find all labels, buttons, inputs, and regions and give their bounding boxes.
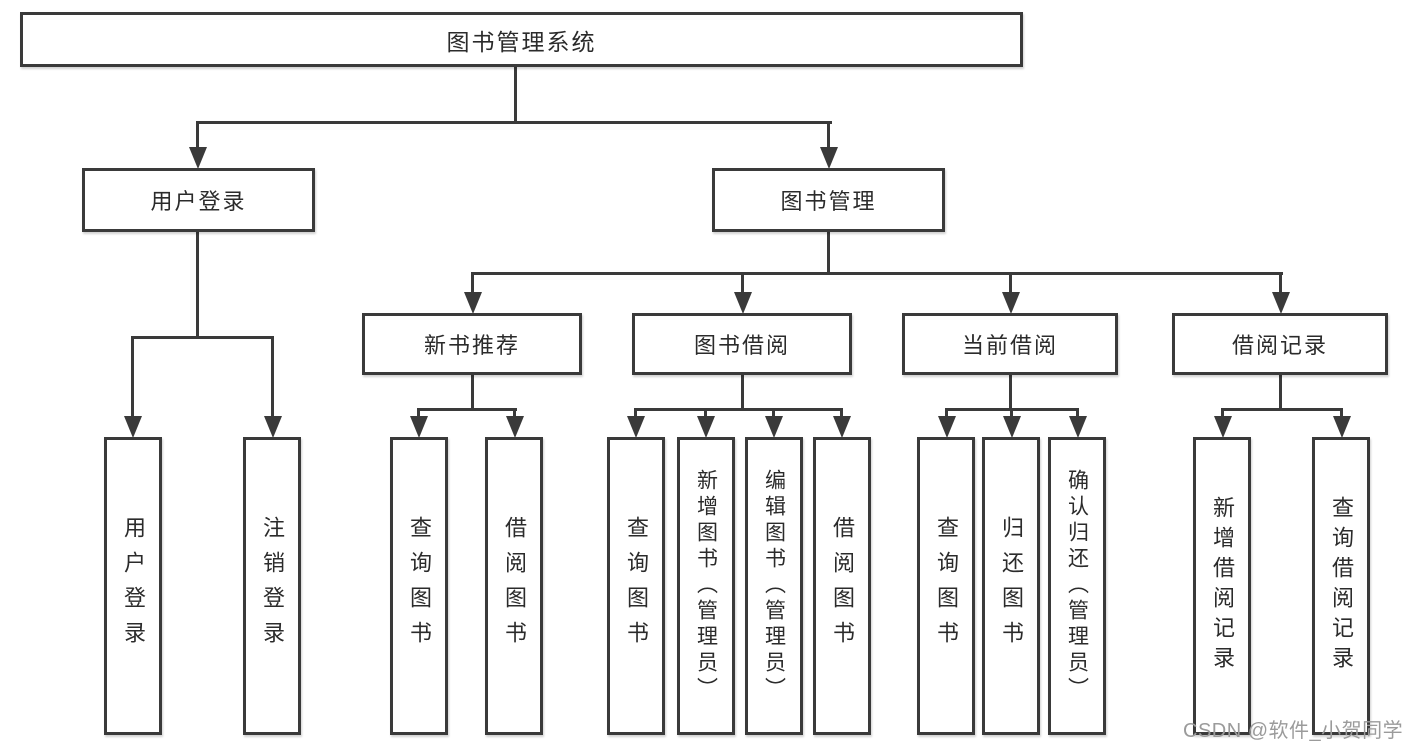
arrowhead-br-add bbox=[1214, 416, 1232, 438]
edge-recommend-stem bbox=[471, 375, 474, 411]
arrowhead-book-management bbox=[820, 147, 838, 169]
edge-to-bb-add bbox=[704, 408, 707, 420]
edge-to-bb-borrow bbox=[840, 408, 843, 420]
arrowhead-leaf-logout bbox=[264, 416, 282, 438]
edge-to-bb-edit bbox=[772, 408, 775, 420]
edge-borrowing-rail bbox=[634, 408, 843, 411]
arrowhead-cb-confirm bbox=[1069, 416, 1087, 438]
arrowhead-bb-add bbox=[697, 416, 715, 438]
leaf-label: 归还图书 bbox=[999, 516, 1024, 656]
edge-to-book-borrowing bbox=[741, 272, 744, 294]
arrowhead-rec-borrow bbox=[506, 416, 524, 438]
node-label: 图书管理系统 bbox=[446, 28, 597, 55]
arrowhead-borrowing-records bbox=[1272, 292, 1290, 314]
edge-to-current-borrowing bbox=[1009, 272, 1012, 294]
edge-to-user-login bbox=[196, 121, 199, 151]
edge-to-leaf-user-login bbox=[131, 336, 134, 418]
edge-to-book-management bbox=[827, 121, 830, 151]
edge-to-bb-query bbox=[634, 408, 637, 420]
leaf-label: 借阅图书 bbox=[502, 516, 527, 656]
edge-to-new-book-recommend bbox=[471, 272, 474, 294]
node-user-login: 用户登录 bbox=[82, 168, 315, 232]
arrowhead-new-book-recommend bbox=[464, 292, 482, 314]
leaf-label: 确认归还（管理员） bbox=[1065, 469, 1089, 703]
leaf-label: 查询图书 bbox=[624, 516, 649, 656]
leaf-add-book-admin: 新增图书（管理员） bbox=[677, 437, 735, 735]
edge-to-leaf-logout bbox=[271, 336, 274, 418]
leaf-label: 新增借阅记录 bbox=[1210, 496, 1235, 676]
leaf-label: 新增图书（管理员） bbox=[694, 469, 718, 703]
leaf-borrow-book: 借阅图书 bbox=[813, 437, 871, 735]
edge-to-cb-query bbox=[945, 408, 948, 420]
csdn-watermark: CSDN @软件_小贺同学 bbox=[1183, 720, 1404, 742]
leaf-borrow-query-book: 查询图书 bbox=[607, 437, 665, 735]
edge-to-br-query bbox=[1340, 408, 1343, 420]
arrowhead-user-login bbox=[189, 147, 207, 169]
leaf-label: 查询借阅记录 bbox=[1329, 496, 1354, 676]
leaf-label: 注销登录 bbox=[260, 516, 285, 656]
edge-book-mgmt-stem bbox=[827, 232, 830, 275]
edge-current-stem bbox=[1009, 375, 1012, 411]
node-new-book-recommend: 新书推荐 bbox=[362, 313, 582, 375]
node-label: 当前借阅 bbox=[961, 333, 1058, 358]
arrowhead-bb-query bbox=[627, 416, 645, 438]
arrowhead-book-borrowing bbox=[734, 292, 752, 314]
node-book-management: 图书管理 bbox=[712, 168, 945, 232]
edge-records-stem bbox=[1279, 375, 1282, 411]
node-label: 图书借阅 bbox=[693, 333, 790, 358]
leaf-label: 借阅图书 bbox=[830, 516, 855, 656]
leaf-recommend-query-book: 查询图书 bbox=[390, 437, 448, 735]
arrowhead-bb-borrow bbox=[833, 416, 851, 438]
arrowhead-leaf-user-login bbox=[124, 416, 142, 438]
edge-book-mgmt-rail bbox=[471, 272, 1283, 275]
arrowhead-rec-query bbox=[410, 416, 428, 438]
leaf-query-borrow-record: 查询借阅记录 bbox=[1312, 437, 1370, 735]
edge-user-login-rail bbox=[131, 336, 274, 339]
node-label: 借阅记录 bbox=[1231, 333, 1328, 358]
edge-to-cb-confirm bbox=[1076, 408, 1079, 420]
node-borrowing-records: 借阅记录 bbox=[1172, 313, 1388, 375]
leaf-label: 查询图书 bbox=[407, 516, 432, 656]
leaf-recommend-borrow-book: 借阅图书 bbox=[485, 437, 543, 735]
leaf-confirm-return-admin: 确认归还（管理员） bbox=[1048, 437, 1106, 735]
edge-recommend-rail bbox=[417, 408, 517, 411]
leaf-edit-book-admin: 编辑图书（管理员） bbox=[745, 437, 803, 735]
leaf-add-borrow-record: 新增借阅记录 bbox=[1193, 437, 1251, 735]
edge-to-rec-borrow bbox=[513, 408, 516, 420]
edge-root-stem bbox=[514, 67, 517, 124]
edge-user-login-stem bbox=[196, 232, 199, 339]
edge-to-borrowing-records bbox=[1279, 272, 1282, 294]
node-label: 新书推荐 bbox=[423, 333, 520, 358]
edge-records-rail bbox=[1221, 408, 1342, 411]
edge-borrowing-stem bbox=[741, 375, 744, 411]
leaf-logout: 注销登录 bbox=[243, 437, 301, 735]
edge-to-cb-return bbox=[1010, 408, 1013, 420]
arrowhead-bb-edit bbox=[765, 416, 783, 438]
node-label: 图书管理 bbox=[780, 189, 877, 214]
edge-to-rec-query bbox=[417, 408, 420, 420]
arrowhead-cb-return bbox=[1003, 416, 1021, 438]
node-label: 用户登录 bbox=[150, 189, 247, 214]
leaf-label: 用户登录 bbox=[121, 516, 146, 656]
node-library-management-system: 图书管理系统 bbox=[20, 12, 1023, 67]
leaf-label: 编辑图书（管理员） bbox=[762, 469, 786, 703]
arrowhead-cb-query bbox=[938, 416, 956, 438]
node-book-borrowing: 图书借阅 bbox=[632, 313, 852, 375]
node-current-borrowing: 当前借阅 bbox=[902, 313, 1118, 375]
edge-root-rail bbox=[196, 121, 832, 124]
arrowhead-br-query bbox=[1333, 416, 1351, 438]
leaf-current-query-book: 查询图书 bbox=[917, 437, 975, 735]
edge-to-br-add bbox=[1221, 408, 1224, 420]
leaf-return-book: 归还图书 bbox=[982, 437, 1040, 735]
arrowhead-current-borrowing bbox=[1002, 292, 1020, 314]
leaf-label: 查询图书 bbox=[934, 516, 959, 656]
leaf-user-login: 用户登录 bbox=[104, 437, 162, 735]
